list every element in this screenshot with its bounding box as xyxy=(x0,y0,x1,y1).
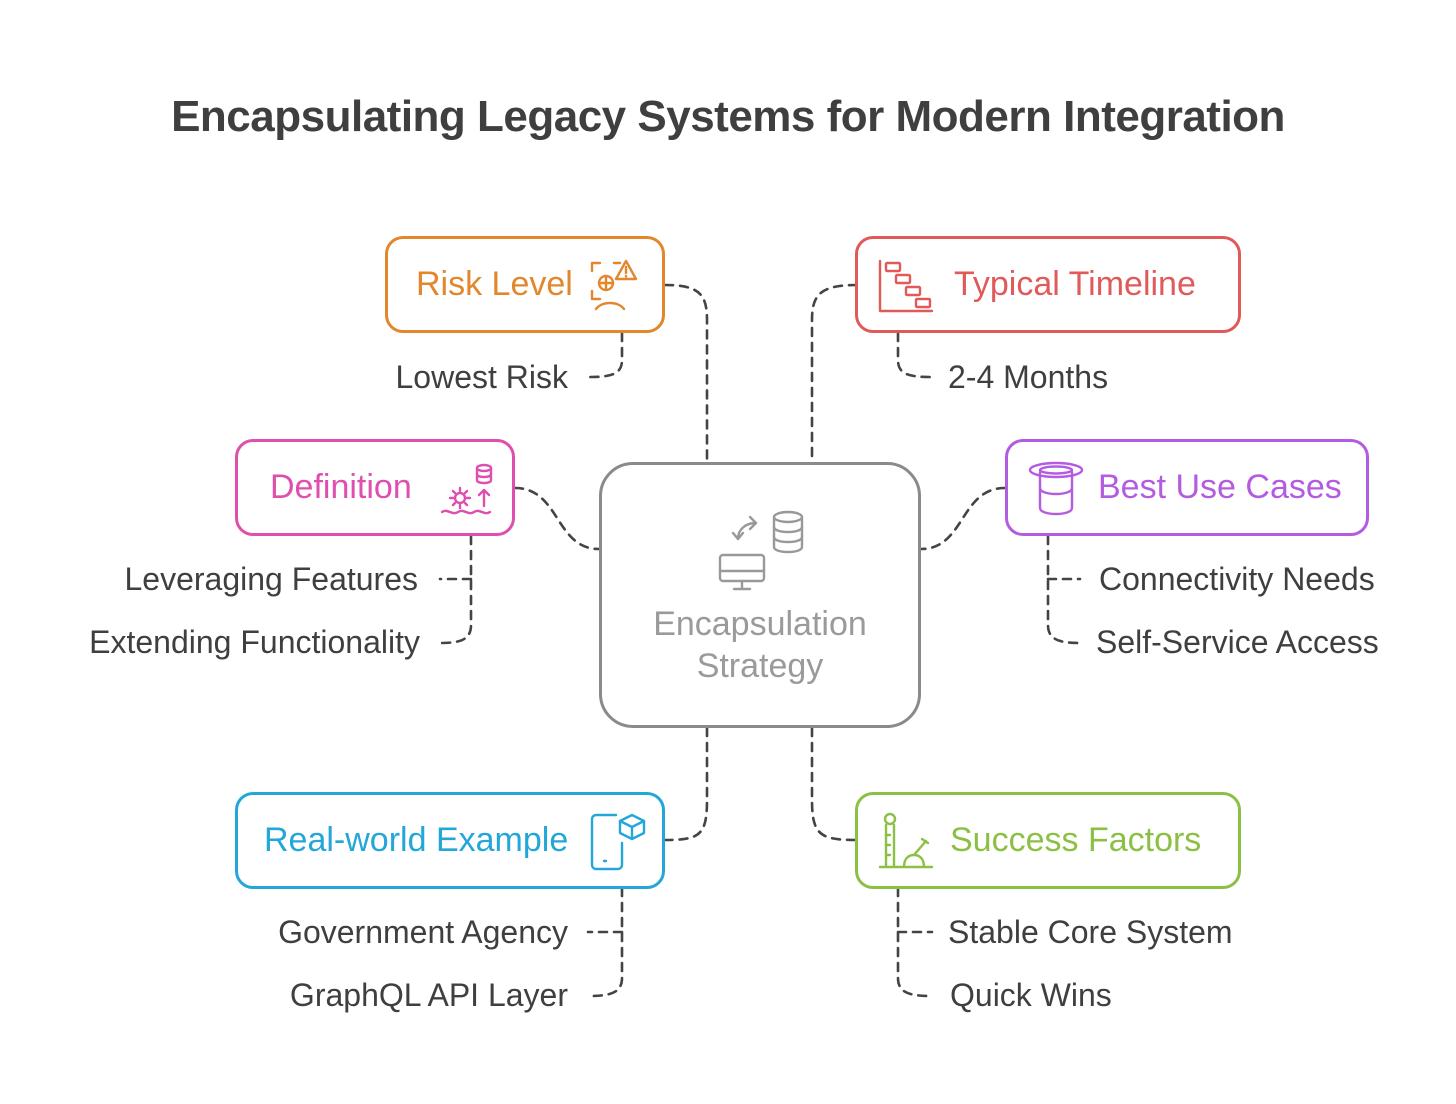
node-risk-level-label: Risk Level xyxy=(416,265,573,303)
node-best-use-cases: Best Use Cases xyxy=(1005,439,1369,536)
example-item-2: GraphQL API Layer xyxy=(289,977,568,1013)
node-definition: Definition xyxy=(235,439,515,536)
server-database-sync-icon xyxy=(718,510,804,591)
center-node: Encapsulation Strategy xyxy=(599,462,921,728)
center-label: Encapsulation Strategy xyxy=(602,603,918,687)
node-success-factors-label: Success Factors xyxy=(950,821,1202,859)
center-label-line2: Strategy xyxy=(696,647,824,685)
risk-warning-icon xyxy=(590,259,638,311)
success-item-2: Quick Wins xyxy=(950,977,1112,1013)
timeline-item-1: 2-4 Months xyxy=(948,359,1109,395)
diagram-title: Encapsulating Legacy Systems for Modern … xyxy=(171,92,1285,141)
usecases-item-2: Self-Service Access xyxy=(1096,624,1379,660)
definition-item-2: Extending Functionality xyxy=(89,624,420,660)
success-item-1: Stable Core System xyxy=(948,914,1233,950)
center-label-line1: Encapsulation xyxy=(653,605,867,643)
node-definition-label: Definition xyxy=(270,468,412,506)
node-success-factors: Success Factors xyxy=(855,792,1241,889)
gantt-chart-icon xyxy=(878,259,934,313)
risk-item-1: Lowest Risk xyxy=(395,359,569,395)
gear-database-icon xyxy=(440,463,493,515)
node-risk-level: Risk Level xyxy=(385,236,665,333)
node-typical-timeline: Typical Timeline xyxy=(855,236,1241,333)
definition-item-1: Leveraging Features xyxy=(124,561,418,597)
node-real-world-example: Real-world Example xyxy=(235,792,665,889)
usecases-item-1: Connectivity Needs xyxy=(1099,561,1375,597)
node-typical-timeline-label: Typical Timeline xyxy=(954,265,1196,303)
example-item-1: Government Agency xyxy=(278,914,568,950)
magic-hat-icon xyxy=(1028,461,1084,516)
strength-tester-icon xyxy=(878,812,934,869)
node-best-use-cases-label: Best Use Cases xyxy=(1098,468,1342,506)
mobile-cube-icon xyxy=(590,813,646,871)
node-real-world-example-label: Real-world Example xyxy=(264,821,569,859)
